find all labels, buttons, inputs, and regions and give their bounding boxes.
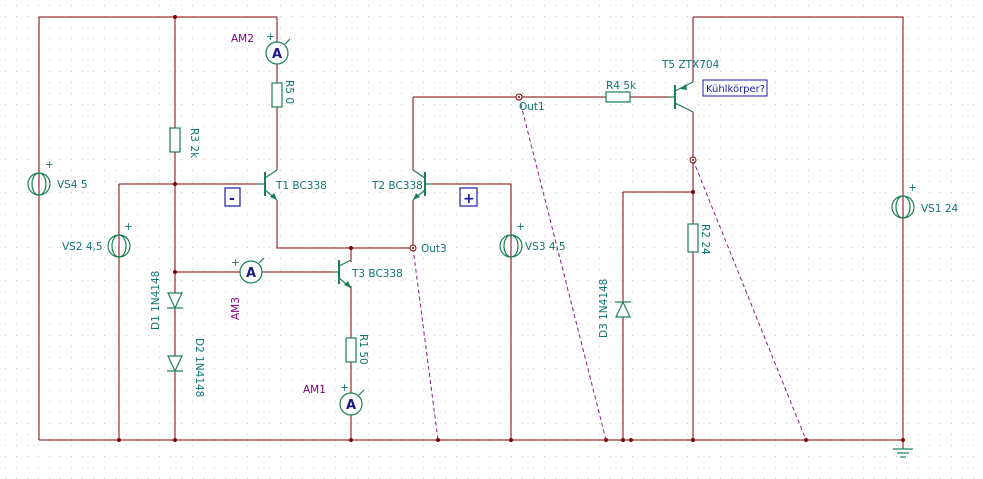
am2-symbol: A bbox=[272, 47, 282, 62]
resistor-r2[interactable]: R2 24 bbox=[687, 223, 711, 255]
d1-label: D1 1N4148 bbox=[150, 271, 162, 330]
t1-label: T1 BC338 bbox=[275, 180, 327, 192]
probe-lines bbox=[412, 96, 807, 441]
am1-plus: + bbox=[340, 382, 349, 394]
wires bbox=[38, 16, 904, 441]
diode-d2[interactable]: D2 1N4148 bbox=[167, 338, 205, 397]
t2-label: T2 BC338 bbox=[371, 180, 423, 192]
transistor-t2[interactable]: T2 BC338 bbox=[371, 169, 432, 201]
d2-label: D2 1N4148 bbox=[193, 338, 205, 397]
r2-label: R2 24 bbox=[699, 224, 711, 255]
diode-d1[interactable]: D1 1N4148 bbox=[150, 271, 183, 330]
transistor-t3[interactable]: T3 BC338 bbox=[333, 259, 403, 289]
am2-label: AM2 bbox=[231, 33, 254, 45]
am1-symbol: A bbox=[346, 398, 356, 413]
resistor-r1[interactable]: R1 50 bbox=[345, 334, 369, 365]
ammeter-am1[interactable]: A + AM1 bbox=[303, 382, 365, 416]
d3-label: D3 1N4148 bbox=[598, 279, 610, 338]
voltage-source-vs1[interactable]: + VS1 24 bbox=[891, 182, 959, 219]
ammeter-am2[interactable]: A + AM2 bbox=[231, 31, 291, 65]
transistor-t1[interactable]: T1 BC338 bbox=[258, 169, 327, 201]
r4-label: R4 5k bbox=[606, 80, 637, 92]
node-out3[interactable]: Out3 bbox=[409, 243, 447, 255]
vs4-label: VS4 5 bbox=[57, 179, 88, 191]
resistor-r4[interactable]: R4 5k bbox=[605, 80, 637, 103]
am3-symbol: A bbox=[246, 266, 256, 281]
transistor-t5[interactable]: T5 ZTX704 bbox=[661, 59, 720, 113]
r3-label: R3 2k bbox=[188, 128, 200, 159]
resistor-r3[interactable]: R3 2k bbox=[169, 127, 200, 159]
out3-label: Out3 bbox=[421, 243, 447, 255]
heatsink-annotation-text: Kühlkörper? bbox=[706, 84, 765, 95]
vs3-plus: + bbox=[516, 221, 525, 233]
ground-icon bbox=[893, 440, 913, 458]
out1-label: Out1 bbox=[519, 101, 545, 113]
resistor-r5[interactable]: R5 0 bbox=[271, 80, 295, 108]
node-t5-emitter[interactable] bbox=[689, 156, 697, 164]
am3-label: AM3 bbox=[230, 297, 242, 320]
ammeter-am3[interactable]: A + AM3 bbox=[230, 257, 265, 320]
vs1-label: VS1 24 bbox=[921, 203, 959, 215]
minus-annotation: - bbox=[224, 187, 241, 207]
node-out1[interactable]: Out1 bbox=[515, 93, 545, 113]
r5-label: R5 0 bbox=[283, 80, 295, 104]
vs4-plus: + bbox=[45, 159, 54, 171]
voltage-source-vs4[interactable]: + VS4 5 bbox=[27, 159, 88, 196]
plus-annotation: + bbox=[459, 187, 478, 207]
heatsink-annotation: Kühlkörper? bbox=[702, 79, 768, 97]
vs2-plus: + bbox=[124, 221, 133, 233]
voltage-source-vs3[interactable]: + VS3 4,5 bbox=[499, 221, 566, 258]
vs1-plus: + bbox=[908, 182, 917, 194]
minus-annotation-text: - bbox=[229, 191, 235, 207]
vs2-label: VS2 4,5 bbox=[62, 241, 103, 253]
plus-annotation-text: + bbox=[463, 191, 475, 207]
r1-label: R1 50 bbox=[357, 334, 369, 365]
am3-plus: + bbox=[231, 257, 240, 269]
am2-plus: + bbox=[266, 31, 275, 43]
voltage-source-vs2[interactable]: + VS2 4,5 bbox=[62, 221, 133, 258]
t3-label: T3 BC338 bbox=[351, 268, 403, 280]
am1-label: AM1 bbox=[303, 384, 326, 396]
t5-label: T5 ZTX704 bbox=[661, 59, 720, 71]
vs3-label: VS3 4,5 bbox=[525, 241, 566, 253]
diode-d3[interactable]: D3 1N4148 bbox=[598, 279, 631, 338]
